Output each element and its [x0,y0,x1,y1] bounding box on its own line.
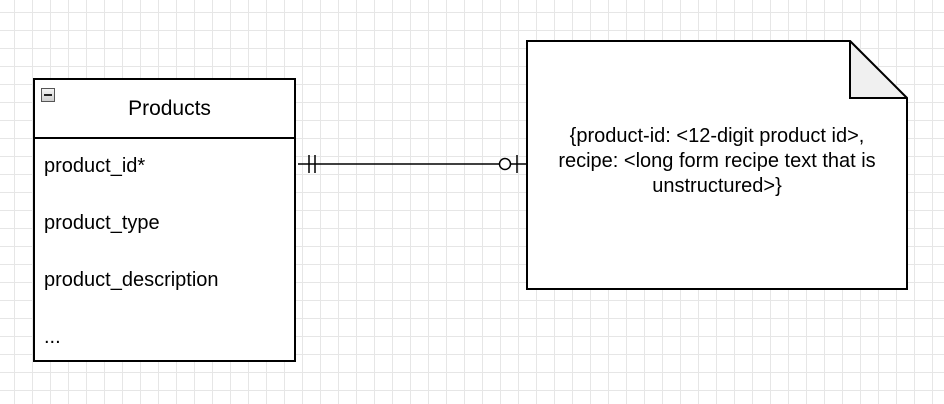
attribute-product-type: product_type [44,212,160,234]
note-text: {product-id: <12-digit product id>, reci… [526,124,908,199]
collapse-icon[interactable] [41,88,55,102]
note-line: {product-id: <12-digit product id>, [569,125,865,147]
note-shape[interactable]: {product-id: <12-digit product id>, reci… [526,40,908,290]
products-entity[interactable]: Products product_id* product_type produc… [33,78,296,362]
note-fold-icon [849,40,908,99]
note-line: recipe: <long form recipe text that is [558,150,876,172]
entity-title: Products [128,96,211,120]
attribute-more: ... [44,326,61,348]
note-line: unstructured>} [652,175,782,197]
zero-marker [498,157,512,171]
note-outline [526,40,908,290]
attribute-product-id: product_id* [44,155,146,177]
entity-header: Products [35,80,294,139]
attribute-product-description: product_description [44,269,219,291]
